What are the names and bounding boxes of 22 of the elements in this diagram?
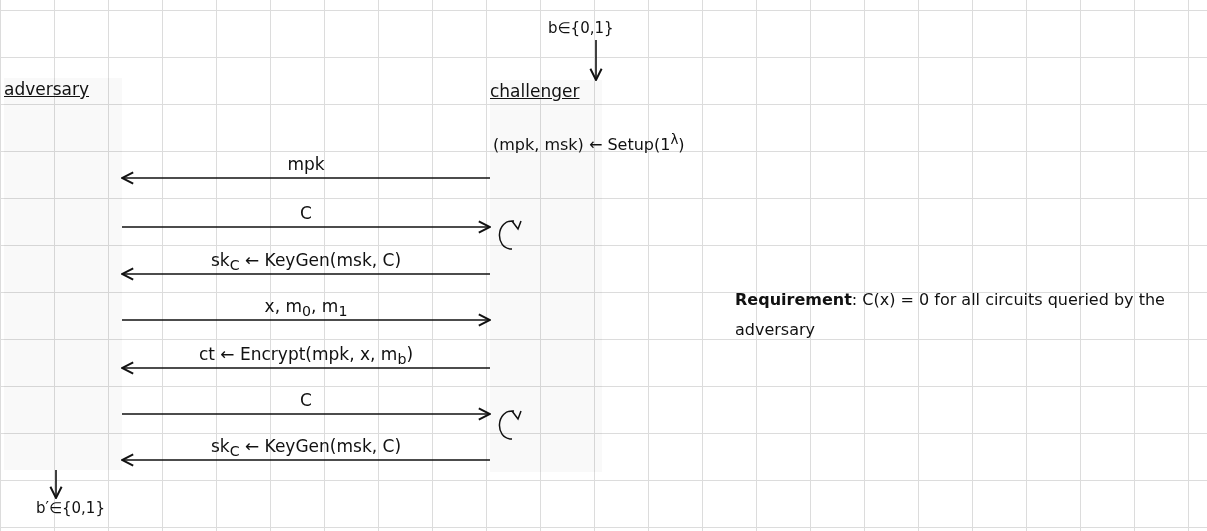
requirement-note: Requirement: C(x) = 0 for all circuits queried by the adversary: [735, 289, 1166, 341]
message-label: mpk: [286, 153, 326, 175]
message-label: x, m$_{0}$, m$_{1}$: [263, 295, 349, 322]
participant-column: [4, 78, 122, 470]
message-label: C: [299, 389, 313, 411]
arrow: [121, 407, 491, 421]
setup-text: (mpk, msk) ← Setup(1$^{λ}$): [493, 131, 686, 157]
participant-column: [490, 80, 602, 472]
arrow: [121, 313, 491, 327]
arrow: [121, 361, 491, 375]
participant-heading: adversary: [4, 78, 90, 100]
message-label: sk$_{C}$ ← KeyGen(msk, C): [209, 249, 403, 276]
message-label: C: [299, 202, 313, 224]
arrow: [121, 267, 491, 281]
arrow: [589, 39, 603, 81]
arrow: [49, 469, 63, 499]
arrow: [121, 171, 491, 185]
participant-heading: challenger: [490, 80, 580, 102]
arrow: [121, 453, 491, 467]
arrow: [121, 220, 491, 234]
message-label: ct ← Encrypt(mpk, x, m$_{b}$): [197, 343, 415, 370]
message-label: sk$_{C}$ ← KeyGen(msk, C): [209, 435, 403, 462]
